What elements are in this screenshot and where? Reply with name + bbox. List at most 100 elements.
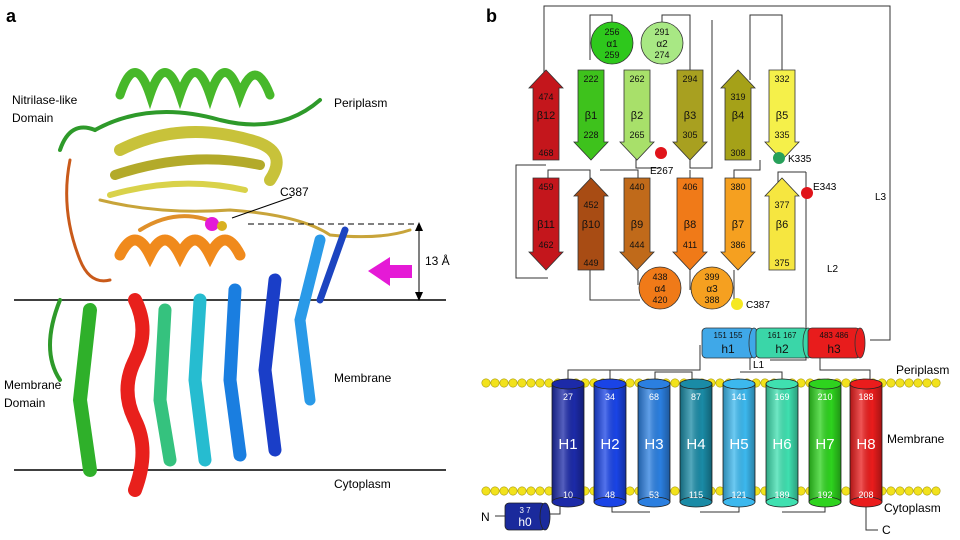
- l2-label: L2: [827, 264, 839, 275]
- c387-pointer-line: [231, 196, 293, 219]
- c387-sulfur: [217, 221, 227, 231]
- e267-dot: [655, 147, 667, 159]
- beta-strand-β4: 319 β4 308: [720, 69, 756, 161]
- lipid-bead: [904, 378, 914, 388]
- panel-b-letter: b: [486, 6, 497, 26]
- tm-helix-bottom-residue: 192: [817, 490, 832, 500]
- lipid-bead: [895, 486, 905, 496]
- c387-dot-b: [731, 298, 743, 310]
- strand-end-residue: 305: [682, 130, 697, 140]
- strand-end-residue: 444: [629, 240, 644, 250]
- strand-end-residue: 449: [583, 258, 598, 268]
- helix-residue-range: 161 167: [768, 331, 797, 340]
- strand-end-residue: 375: [774, 258, 789, 268]
- helix-h2: 161 167 h2: [755, 327, 814, 359]
- tm-helix-top-residue: 34: [605, 392, 615, 402]
- lipid-bead: [481, 486, 491, 496]
- panel-b: b: [481, 5, 949, 537]
- tm-helix-name: H3: [644, 436, 663, 453]
- tm-helix-bottom-residue: 189: [774, 490, 789, 500]
- e343-dot: [801, 187, 813, 199]
- tm-helix-top-residue: 68: [649, 392, 659, 402]
- membrane-label-b: Membrane: [887, 432, 945, 446]
- lipid-bead: [499, 378, 509, 388]
- tm-helix-bottom-residue: 208: [858, 490, 873, 500]
- helix-end-residue: 420: [652, 295, 667, 305]
- strand-name: β2: [631, 110, 643, 122]
- distance-arrowhead-top: [415, 222, 423, 231]
- tm-helix-bottom-residue: 53: [649, 490, 659, 500]
- lipid-bead: [670, 378, 680, 388]
- c-terminus-label: C: [882, 523, 891, 537]
- helix-end-residue: 274: [654, 50, 669, 60]
- lipid-bead: [535, 486, 545, 496]
- cytoplasm-label-a: Cytoplasm: [334, 477, 391, 491]
- lipid-bead: [490, 486, 500, 496]
- lipid-bead: [499, 486, 509, 496]
- strand-start-residue: 222: [583, 74, 598, 84]
- strand-end-residue: 228: [583, 130, 598, 140]
- panel-a: a: [4, 6, 450, 497]
- distance-arrowhead-bottom: [415, 292, 423, 301]
- lipid-bead: [913, 378, 923, 388]
- n-terminus-label: N: [481, 510, 490, 524]
- helix-name: α1: [606, 39, 618, 50]
- tm-helix-name: H7: [815, 436, 834, 453]
- membrane-domain-label-1: Membrane: [4, 378, 62, 392]
- strand-name: β12: [537, 110, 556, 122]
- helix-residue-range: 3 7: [519, 506, 531, 515]
- lipid-bead: [895, 378, 905, 388]
- tm-helix-name: H8: [856, 436, 875, 453]
- lipid-bead: [625, 486, 635, 496]
- helix-start-residue: 438: [652, 272, 667, 282]
- helix-residue-range: 483 486: [820, 331, 849, 340]
- lipid-bead: [508, 486, 518, 496]
- lipid-bead: [886, 486, 896, 496]
- strand-start-residue: 332: [774, 74, 789, 84]
- tm-helix-bottom-residue: 48: [605, 490, 615, 500]
- helix-name: h2: [775, 342, 789, 356]
- strand-start-residue: 440: [629, 182, 644, 192]
- tm-helix-bottom-residue: 115: [689, 490, 703, 500]
- k335-label: K335: [788, 154, 812, 165]
- membrane-domain-label-2: Domain: [4, 396, 45, 410]
- strand-start-residue: 294: [682, 74, 697, 84]
- e267-label: E267: [650, 166, 674, 177]
- strand-end-residue: 265: [629, 130, 644, 140]
- tm-helix-top-residue: 141: [731, 392, 746, 402]
- strand-start-residue: 377: [774, 200, 789, 210]
- distance-label: 13 Å: [425, 253, 450, 268]
- lipid-bead: [490, 378, 500, 388]
- panel-a-letter: a: [6, 6, 17, 26]
- lipid-bead: [517, 486, 527, 496]
- lipid-bead: [886, 378, 896, 388]
- strand-end-residue: 386: [730, 240, 745, 250]
- strand-start-residue: 319: [730, 92, 745, 102]
- strand-name: β4: [732, 110, 744, 122]
- e343-label: E343: [813, 182, 837, 193]
- strand-end-residue: 308: [730, 148, 745, 158]
- tm-helix-bottom-residue: 10: [563, 490, 573, 500]
- k335-dot: [773, 152, 785, 164]
- lipid-bead: [670, 486, 680, 496]
- strand-end-residue: 468: [538, 148, 553, 158]
- helix-name: h1: [721, 342, 735, 356]
